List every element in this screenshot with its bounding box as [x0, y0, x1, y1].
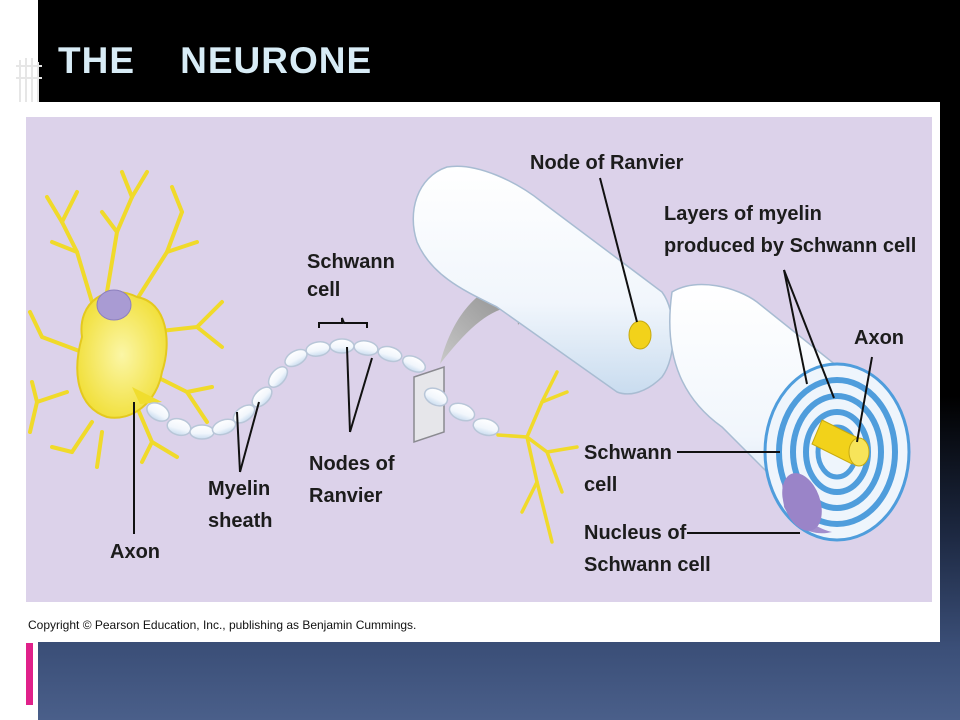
corner-decoration-icon	[16, 58, 42, 102]
label-schwann-cell-right-1: Schwann	[584, 442, 672, 464]
copyright-notice: Copyright © Pearson Education, Inc., pub…	[28, 618, 416, 632]
label-layers-of-myelin-2: produced by Schwann cell	[664, 235, 916, 257]
label-schwann-cell-top-2: cell	[307, 279, 340, 301]
leader-lines	[133, 177, 873, 534]
axon-terminals	[496, 370, 579, 544]
neuron-diagram: Node of Ranvier Layers of myelin produce…	[26, 117, 932, 632]
label-nucleus-2: Schwann cell	[584, 554, 711, 576]
node-of-ranvier-marker	[628, 320, 652, 350]
figure-panel: Node of Ranvier Layers of myelin produce…	[22, 102, 940, 642]
label-axon-left: Axon	[110, 541, 160, 563]
cross-section-plane	[413, 365, 445, 444]
axon-hillock	[132, 387, 162, 404]
label-axon-right: Axon	[854, 327, 904, 349]
label-layers-of-myelin-1: Layers of myelin	[664, 203, 822, 225]
slide-title: THE NEURONE	[58, 40, 373, 81]
label-nodes-of-ranvier-1: Nodes of	[309, 453, 395, 475]
label-node-of-ranvier: Node of Ranvier	[530, 152, 684, 174]
label-schwann-cell-top-1: Schwann	[307, 251, 395, 273]
label-schwann-cell-right-2: cell	[584, 474, 617, 496]
schwann-cell-nucleus	[782, 473, 822, 531]
enlarged-myelin-segment-1	[412, 165, 674, 395]
label-myelin-sheath-1: Myelin	[208, 478, 270, 500]
label-nodes-of-ranvier-2: Ranvier	[309, 485, 383, 507]
accent-bar	[26, 643, 33, 705]
myelin-sheath-distal	[423, 387, 500, 437]
axon-core	[811, 419, 870, 467]
label-myelin-sheath-2: sheath	[208, 510, 272, 532]
myelin-sheath-segments	[146, 338, 427, 440]
label-nucleus-1: Nucleus of	[584, 522, 687, 544]
dendrites	[28, 170, 224, 469]
cell-nucleus	[96, 289, 132, 321]
